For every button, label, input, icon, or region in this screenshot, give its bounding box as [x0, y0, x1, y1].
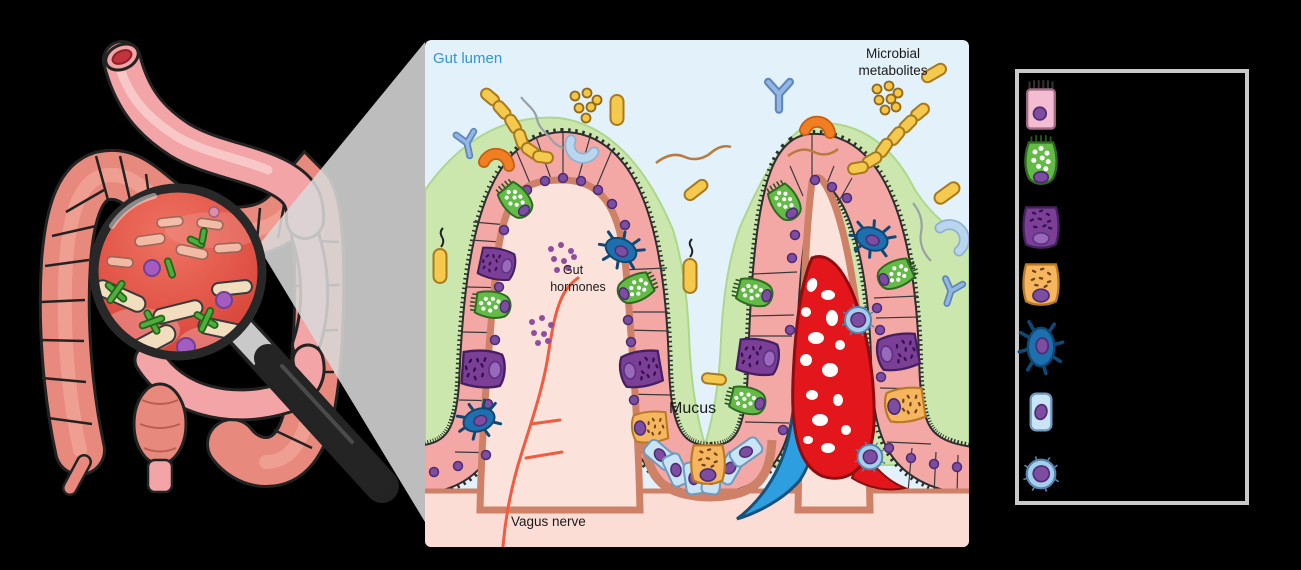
purple-secretory-cell [460, 348, 508, 390]
orange-secretory-cell-icon [1022, 263, 1060, 306]
purple-secretory-cell [616, 347, 665, 392]
gut-hormones-label-line2: hormones [550, 280, 606, 294]
vagus-nerve-line [501, 276, 580, 547]
purple-secretory-cell [735, 335, 783, 379]
gut-hormones-label-line1: Gut [563, 263, 584, 277]
goblet-cell-icon [1024, 133, 1058, 186]
mucus-label: Mucus [669, 400, 716, 417]
faded-rod-bacteria [106, 215, 243, 269]
purple-secretory-cell [873, 330, 922, 375]
curved-bacteria [478, 115, 969, 257]
gut-wall-panel: Gut lumen Microbial metabolites Gut horm… [425, 40, 969, 547]
flagella-black [439, 227, 694, 258]
orange-secretory-cell [881, 384, 927, 426]
purple-secretory-cell-icon [1022, 206, 1060, 249]
rectum [132, 382, 188, 494]
vagus-nerve-label: Vagus nerve [511, 514, 586, 529]
gut-hormone-dots [529, 242, 577, 346]
intestines-with-magnifier-illustration [38, 40, 425, 522]
bacteria-rods [432, 62, 961, 386]
light-blue-columnar-cell-icon [1029, 392, 1053, 432]
orange-secretory-cell [690, 444, 726, 485]
orange-secretory-cell [629, 409, 670, 446]
pink-coccus [208, 206, 220, 218]
magnifier-handle [221, 311, 399, 503]
magnifier-ring [89, 183, 267, 361]
gut-lumen-label: Gut lumen [433, 50, 502, 67]
epithelial-nuclei [428, 172, 963, 478]
antibody-icons [452, 77, 967, 307]
bacteria-chain [480, 87, 930, 176]
zoom-beam [258, 42, 425, 522]
flagellated-filaments [520, 96, 932, 262]
lumen-microbes [432, 62, 969, 386]
bowel-opening [104, 42, 140, 72]
metabolite-dots [569, 80, 904, 124]
microbial-metabolites-label-line1: Microbial [866, 46, 920, 61]
legend-box [1015, 69, 1249, 505]
crypt-basement [640, 439, 777, 502]
microbial-metabolites-label-line2: metabolites [858, 63, 927, 78]
